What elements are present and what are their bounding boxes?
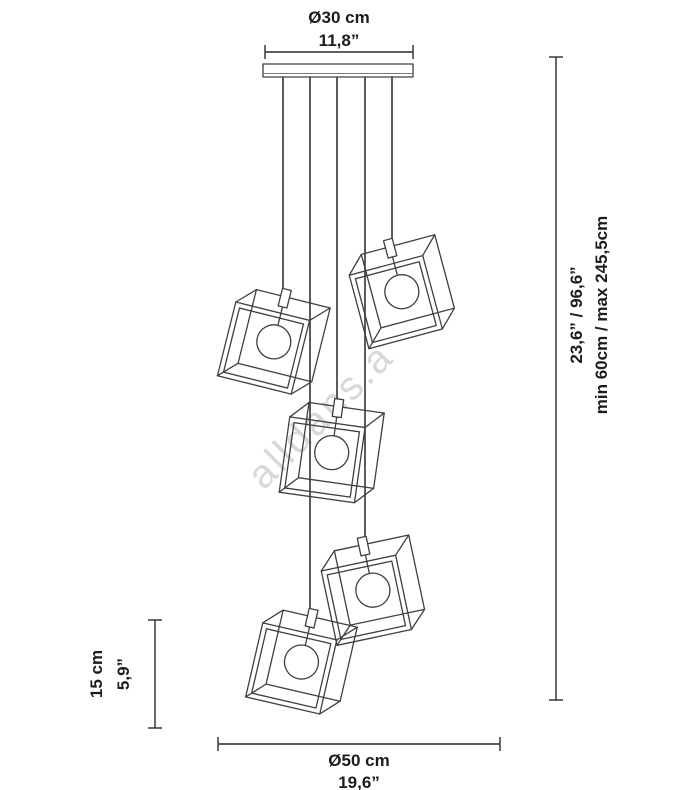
dimension-label-imperial: 5,9” [114,658,133,690]
dimension-label-metric: 15 cm [87,650,106,698]
dimension-top-canopy-diameter: Ø30 cm 11,8” [264,8,414,59]
dimension-label-metric: Ø30 cm [308,8,369,27]
dimension-label-metric: Ø50 cm [328,751,389,770]
dimension-left-shade-height: 15 cm 5,9” [87,619,162,729]
cage-pendant-bottom-left [245,598,360,719]
dimension-label-imperial: 23,6” / 96,6” [567,266,586,363]
dimension-label-metric: min 60cm / max 245,5cm [592,216,611,414]
watermark-text: alldans.a [239,334,402,497]
dimension-label-imperial: 11,8” [319,31,360,50]
ceiling-canopy [262,63,414,78]
cage-pendant-upper-left [216,277,333,399]
cage-pendant-lower-right [315,527,429,646]
dimension-bottom-overall-diameter: Ø50 cm 19,6” [217,737,501,790]
dimension-label-imperial: 19,6” [338,773,380,790]
cage-pendant-top-right [342,226,460,350]
canopy-plate [262,63,414,78]
dimension-right-drop-height: min 60cm / max 245,5cm 23,6” / 96,6” [549,56,611,701]
